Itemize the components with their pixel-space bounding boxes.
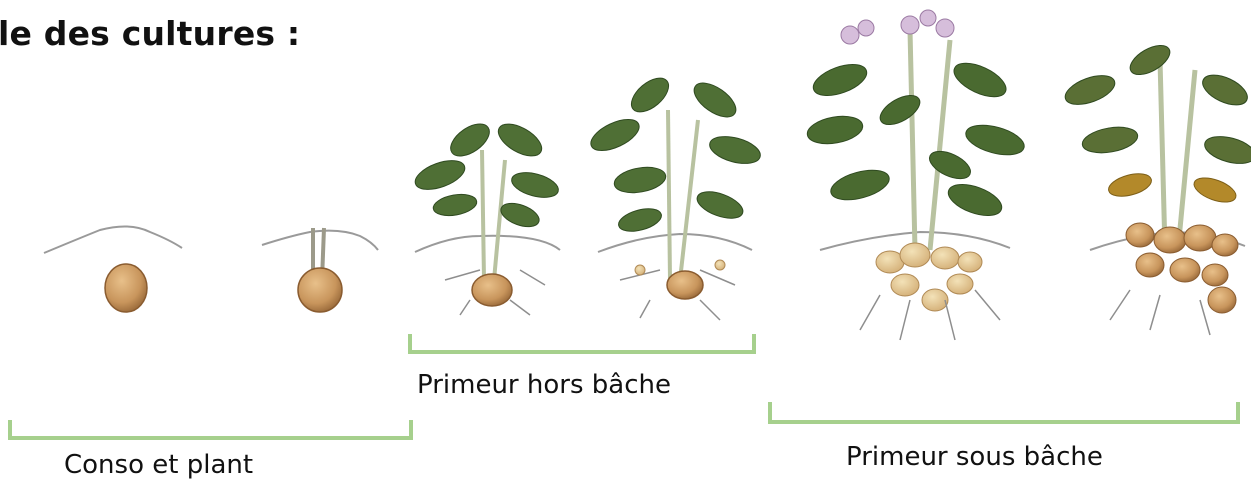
sprouted-tuber-icon	[262, 228, 378, 312]
flowering-plant-icon	[805, 10, 1027, 340]
stage-label-conso-et-plant: Conso et plant	[64, 450, 253, 480]
flowering-plant-icon	[1061, 39, 1251, 335]
stage-label-primeur-sous-bache: Primeur sous bâche	[846, 442, 1103, 472]
bracket-conso-et-plant	[8, 420, 413, 440]
young-plant-icon	[411, 118, 561, 315]
bracket-primeur-hors-bache	[408, 334, 756, 354]
stage-label-primeur-hors-bache: Primeur hors bâche	[417, 370, 671, 400]
young-plant-icon	[586, 72, 763, 320]
bracket-primeur-sous-bache	[768, 402, 1240, 424]
tuber-icon	[44, 226, 182, 312]
